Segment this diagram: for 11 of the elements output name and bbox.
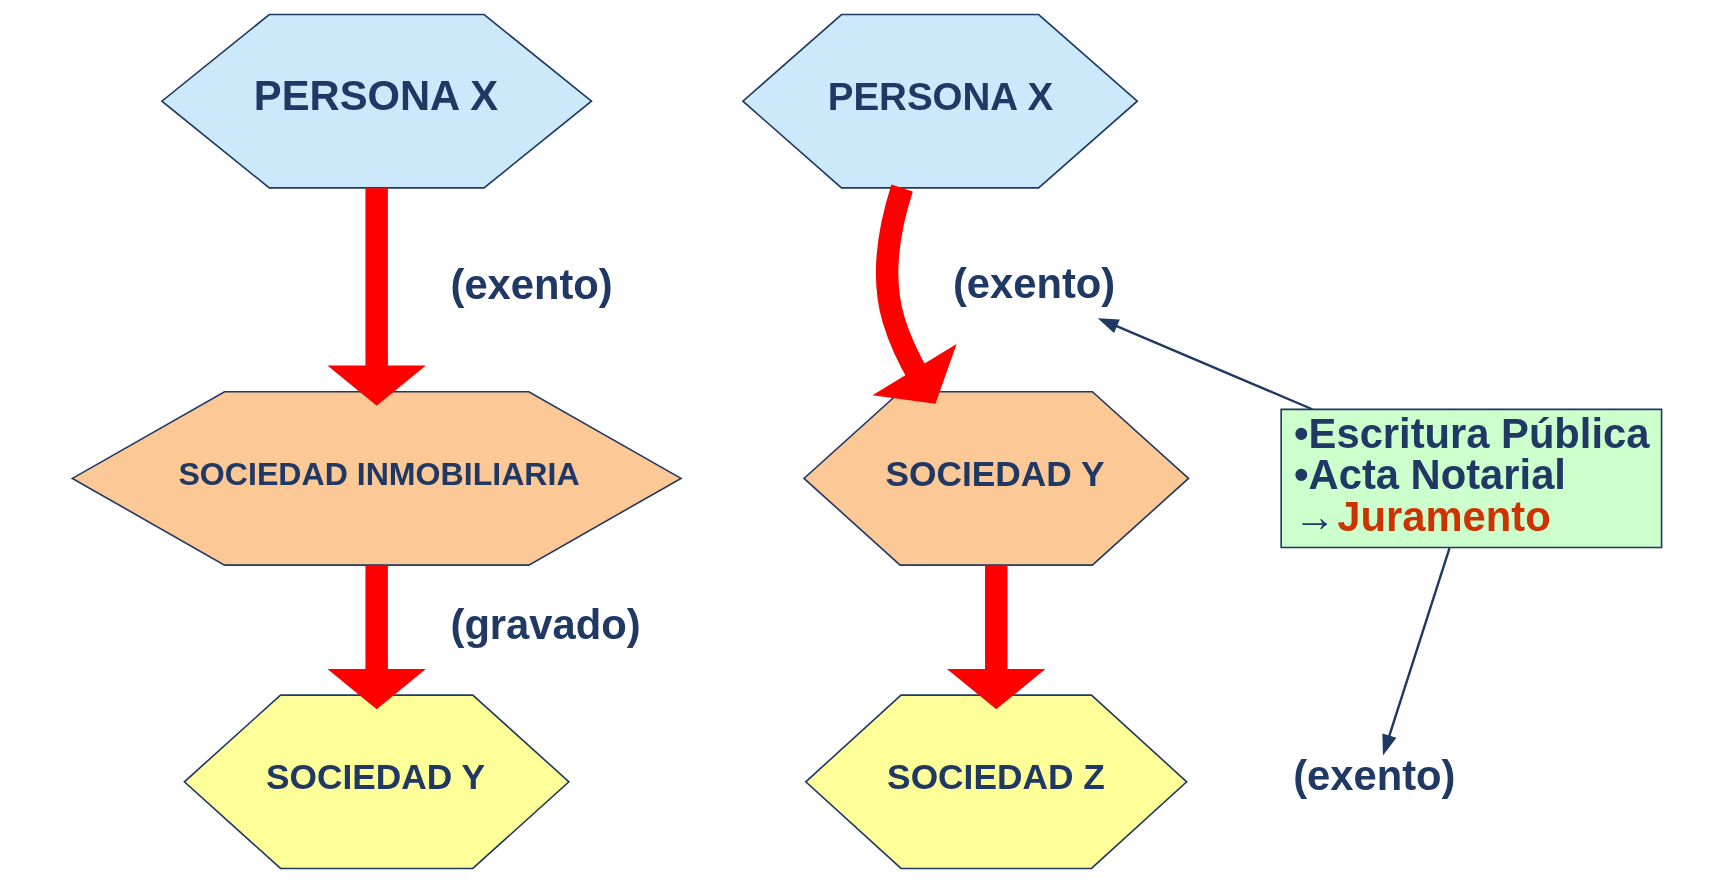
arrow [326,188,426,406]
arrow [1097,318,1313,411]
arrow [871,184,957,404]
edge-label: (gravado) [450,601,641,649]
edge-label: (exento) [450,261,613,309]
arrow [326,565,426,710]
arrow [1381,547,1451,756]
arrow [946,565,1045,710]
node-text: (exento) [1292,752,1455,800]
node-box: •Escritura Pública •Acta Notarial →Juramento [1279,408,1662,549]
node-text: (exento) [952,260,1115,308]
